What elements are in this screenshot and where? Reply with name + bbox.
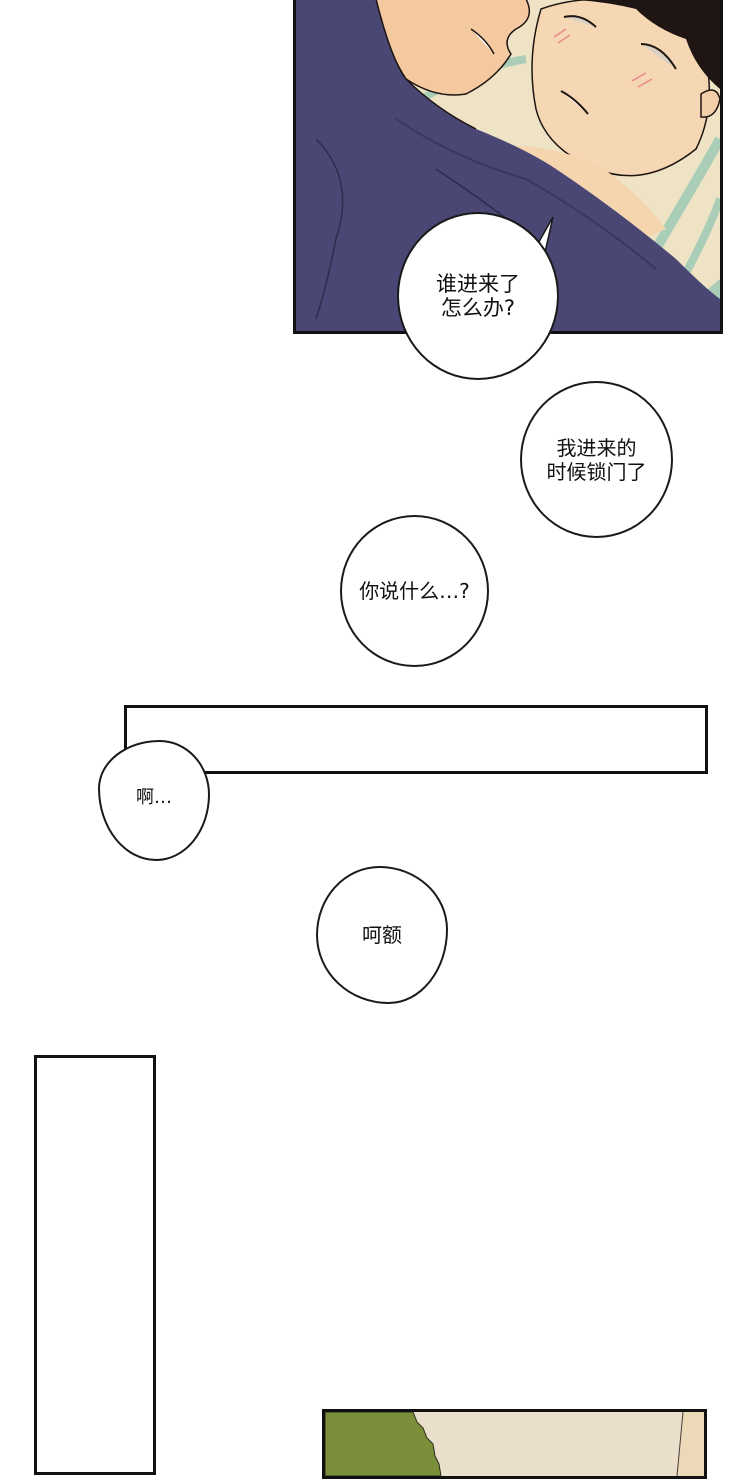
bubble-text-2: 我进来的 时候锁门了 [546,435,647,484]
speech-bubble-5: 呵额 [316,866,448,1004]
speech-bubble-4: 啊… [98,740,210,861]
bubble-text-4: 啊… [136,787,172,808]
comic-panel-wide-empty [124,705,708,774]
comic-panel-bottom [322,1409,707,1479]
speech-bubble-3: 你说什么…? [340,515,489,667]
speech-bubble-2: 我进来的 时候锁门了 [520,381,673,538]
bubble-text-5: 呵额 [362,923,402,947]
panel-illustration-foliage-wall [325,1412,704,1476]
comic-panel-tall-empty [34,1055,156,1475]
speech-bubble-1: 谁进来了 怎么办? [397,212,559,380]
panel-illustration-bed-scene [296,0,720,331]
bubble-text-3: 你说什么…? [359,579,470,603]
comic-panel-top [293,0,723,334]
bubble-text-1: 谁进来了 怎么办? [436,272,520,320]
